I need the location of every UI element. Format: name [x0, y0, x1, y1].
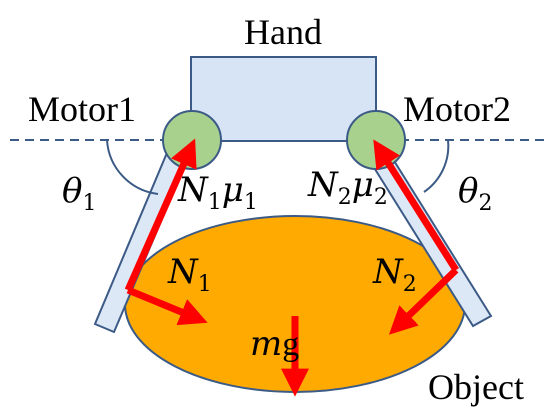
friction-arrow-left — [124, 138, 197, 292]
normal-arrow-right — [388, 267, 459, 335]
friction1-label: N1μ1 — [177, 170, 258, 215]
normal1-label: N1 — [167, 252, 212, 297]
theta1-base: θ — [62, 171, 82, 211]
normal-arrow-left — [126, 286, 208, 326]
normal2-base: N — [372, 252, 404, 292]
weight-label: mg — [250, 324, 299, 364]
weight-m: m — [250, 324, 282, 364]
theta1-label: θ1 — [62, 171, 96, 216]
friction1-n-sub: 1 — [208, 190, 222, 215]
friction2-mu-sub: 2 — [374, 185, 388, 210]
friction1-mu: μ — [222, 170, 244, 210]
theta2-base: θ — [458, 171, 478, 211]
object-label: Object — [428, 367, 524, 407]
weight-g: g — [282, 326, 299, 363]
friction2-label: N2μ2 — [307, 165, 388, 210]
theta1-arc — [106, 139, 159, 195]
theta2-sub: 2 — [478, 191, 492, 216]
normal1-sub: 1 — [198, 272, 212, 297]
theta1-sub: 1 — [82, 191, 96, 216]
motor1-circle — [162, 110, 222, 170]
motor2-label: Motor2 — [403, 89, 511, 129]
normal2-sub: 2 — [403, 272, 417, 297]
theta2-arc — [423, 139, 450, 193]
normal1-base: N — [167, 252, 199, 292]
normal2-label: N2 — [372, 252, 417, 297]
theta2-label: θ2 — [458, 171, 492, 216]
friction2-n-sub: 2 — [338, 185, 352, 210]
friction2-n: N — [307, 165, 339, 205]
motor1-label: Motor1 — [28, 89, 136, 129]
friction1-n: N — [177, 170, 209, 210]
hand-label: Hand — [244, 12, 322, 52]
motor2-circle — [346, 110, 406, 170]
hand-body — [190, 56, 377, 142]
friction-arrow-right — [373, 139, 459, 272]
friction2-mu: μ — [352, 165, 374, 205]
friction1-mu-sub: 1 — [244, 190, 258, 215]
